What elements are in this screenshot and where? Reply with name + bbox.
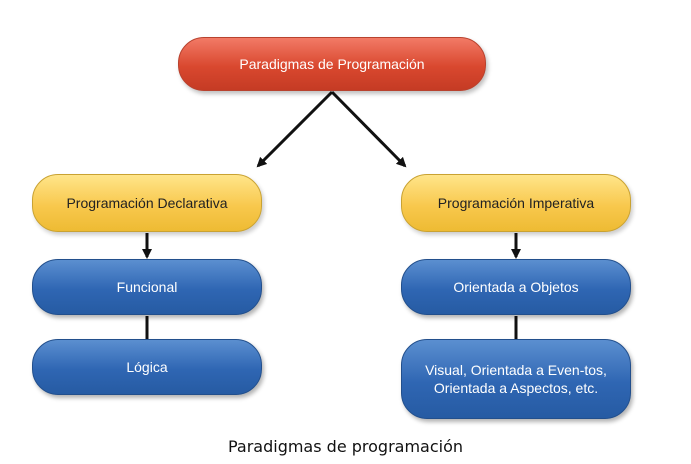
node-functional: Funcional <box>32 259 262 315</box>
arrow-root-to-declarative <box>256 90 334 168</box>
node-logic: Lógica <box>32 339 262 395</box>
node-declarative-programming: Programación Declarativa <box>32 174 262 232</box>
node-programming-paradigms: Paradigmas de Programación <box>178 37 486 91</box>
node-other-paradigms: Visual, Orientada a Even-tos, Orientada … <box>401 339 631 419</box>
node-imperative-programming: Programación Imperativa <box>401 174 631 232</box>
figure-caption: Paradigmas de programación <box>227 437 464 456</box>
arrow-root-to-imperative <box>330 90 407 168</box>
node-object-oriented: Orientada a Objetos <box>401 259 631 315</box>
